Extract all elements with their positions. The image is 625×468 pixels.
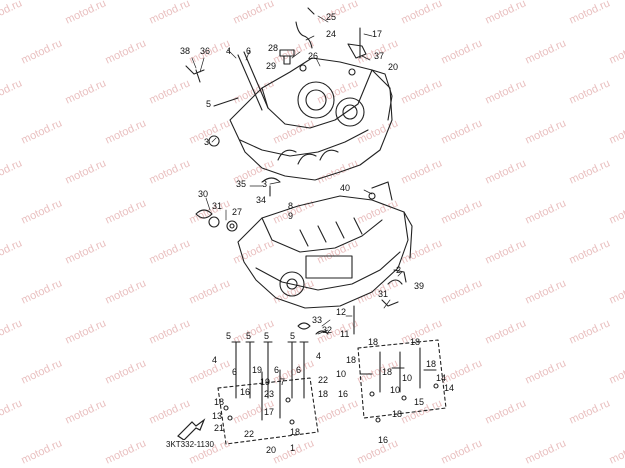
- callout-2: 2: [396, 265, 402, 275]
- callout-22-b: 22: [244, 429, 255, 439]
- callout-22-r: 22: [318, 375, 329, 385]
- callout-3-middle: 3: [262, 179, 268, 189]
- callout-18-b: 18: [290, 427, 301, 437]
- callout-27: 27: [232, 207, 243, 217]
- callout-18-r6: 18: [392, 409, 403, 419]
- callout-8: 8: [288, 201, 294, 211]
- loose-parts: [185, 7, 407, 335]
- callout-6-b2: 6: [274, 365, 280, 375]
- callout-5-b4: 5: [290, 331, 296, 341]
- callout-19-b2: 19: [260, 377, 271, 387]
- callout-31-lower: 31: [378, 289, 389, 299]
- callout-19-b1: 19: [252, 365, 263, 375]
- front-arrow-icon: [177, 418, 206, 440]
- callout-16-b: 16: [378, 435, 389, 445]
- leader-lines: [191, 15, 403, 335]
- callout-6-b3: 6: [296, 365, 302, 375]
- callout-6: 6: [246, 46, 252, 56]
- bolt-set-right: [357, 339, 447, 423]
- callout-25: 25: [326, 12, 337, 22]
- callout-14: 14: [436, 373, 447, 383]
- callout-1: 1: [290, 443, 296, 453]
- callout-5-b2: 5: [246, 331, 252, 341]
- callout-4-right: 4: [316, 351, 322, 361]
- callout-17-b: 17: [264, 407, 275, 417]
- callout-16-r: 16: [338, 389, 349, 399]
- callout-5-upper: 5: [206, 99, 212, 109]
- callout-37: 37: [374, 51, 385, 61]
- callout-18-r4: 18: [426, 359, 437, 369]
- callout-4: 4: [226, 46, 232, 56]
- callout-4-left: 4: [212, 355, 218, 365]
- callout-23: 23: [264, 389, 275, 399]
- callout-5-b3: 5: [264, 331, 270, 341]
- callout-18-l1: 18: [318, 389, 329, 399]
- callout-40: 40: [340, 183, 351, 193]
- callout-10-r2: 10: [402, 373, 413, 383]
- callout-14-b: 14: [444, 383, 455, 393]
- callout-18-r5: 18: [382, 367, 393, 377]
- callout-16-l: 16: [240, 387, 251, 397]
- callout-12: 12: [336, 307, 347, 317]
- callout-18-r3: 18: [346, 355, 357, 365]
- callout-35: 35: [236, 179, 247, 189]
- callout-5-b1: 5: [226, 331, 232, 341]
- callout-29: 29: [266, 61, 277, 71]
- callout-32: 32: [322, 325, 333, 335]
- callout-38: 38: [180, 46, 191, 56]
- callout-28: 28: [268, 43, 279, 53]
- bolt-set-left: [217, 341, 319, 445]
- callout-10-r3: 10: [390, 385, 401, 395]
- callout-34: 34: [256, 195, 267, 205]
- callout-6-b1: 6: [232, 367, 238, 377]
- callout-30: 30: [198, 189, 209, 199]
- callout-17: 17: [372, 29, 383, 39]
- callout-18-l2: 18: [214, 397, 225, 407]
- callout-26: 26: [308, 51, 319, 61]
- callout-39: 39: [414, 281, 425, 291]
- callout-18-r1: 18: [368, 337, 379, 347]
- callout-20: 20: [388, 62, 399, 72]
- callout-7: 7: [280, 377, 286, 387]
- callout-31-upper: 31: [212, 201, 223, 211]
- callout-11: 11: [340, 329, 350, 339]
- callout-15: 15: [414, 397, 425, 407]
- callout-3-upper: 3: [204, 137, 210, 147]
- lower-crankcase: [237, 192, 413, 309]
- callout-9: 9: [288, 211, 294, 221]
- callout-20-b: 20: [266, 445, 277, 455]
- callout-33: 33: [312, 315, 323, 325]
- callout-21: 21: [214, 423, 225, 433]
- callout-24: 24: [326, 29, 337, 39]
- drawing-code: 3KT332-1130: [166, 440, 214, 449]
- callout-13: 13: [212, 411, 223, 421]
- callout-10-r1: 10: [336, 369, 347, 379]
- callout-18-r2: 18: [410, 337, 421, 347]
- callout-36: 36: [200, 46, 211, 56]
